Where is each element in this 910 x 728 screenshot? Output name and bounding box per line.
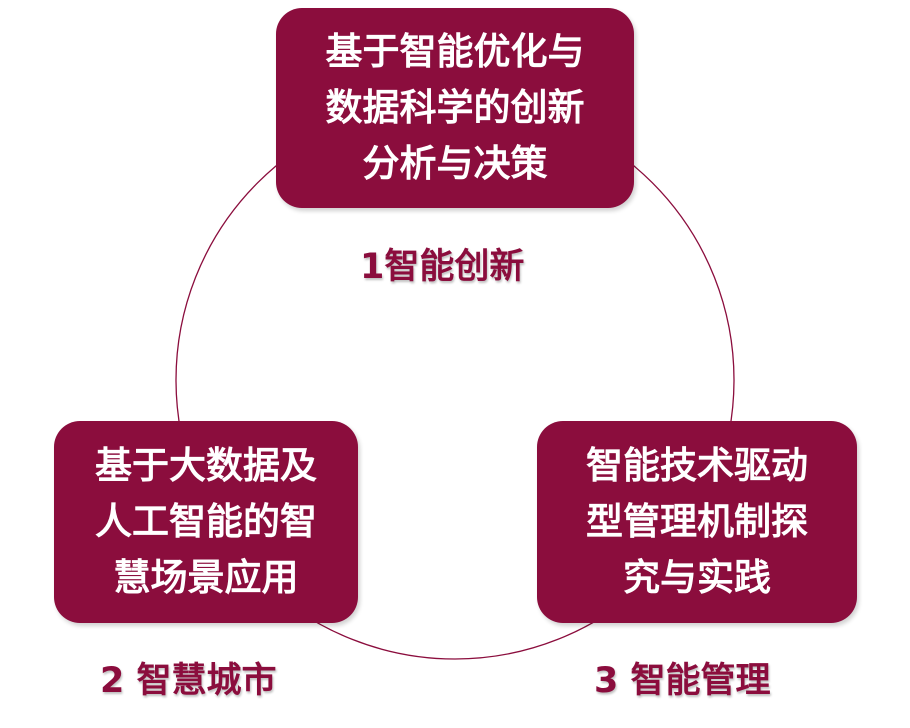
cycle-node-2-line-3: 慧场景应用 <box>113 556 299 599</box>
cycle-node-2-label: 2 智慧城市 <box>100 661 277 701</box>
cycle-node-1-label: 1智能创新 <box>360 247 525 287</box>
cycle-node-3-text: 智能技术驱动 型管理机制探 究与实践 <box>586 438 808 606</box>
cycle-node-1-line-1: 基于智能优化与 <box>325 30 585 73</box>
cycle-node-1: 基于智能优化与 数据科学的创新 分析与决策 <box>276 8 634 208</box>
cycle-node-3-line-3: 究与实践 <box>623 556 771 599</box>
cycle-node-1-text: 基于智能优化与 数据科学的创新 分析与决策 <box>326 24 585 192</box>
cycle-node-2-line-1: 基于大数据及 <box>95 444 317 487</box>
cycle-node-1-line-2: 数据科学的创新 <box>325 86 585 129</box>
cycle-node-2-line-2: 人工智能的智 <box>95 500 317 543</box>
cycle-node-3: 智能技术驱动 型管理机制探 究与实践 <box>537 421 857 623</box>
cycle-node-3-line-1: 智能技术驱动 <box>586 444 808 487</box>
cycle-node-2: 基于大数据及 人工智能的智 慧场景应用 <box>54 421 358 623</box>
cycle-node-2-text: 基于大数据及 人工智能的智 慧场景应用 <box>95 438 317 606</box>
cycle-node-3-label: 3 智能管理 <box>594 661 771 701</box>
cycle-node-3-line-2: 型管理机制探 <box>586 500 808 543</box>
cycle-node-1-line-3: 分析与决策 <box>362 142 548 185</box>
